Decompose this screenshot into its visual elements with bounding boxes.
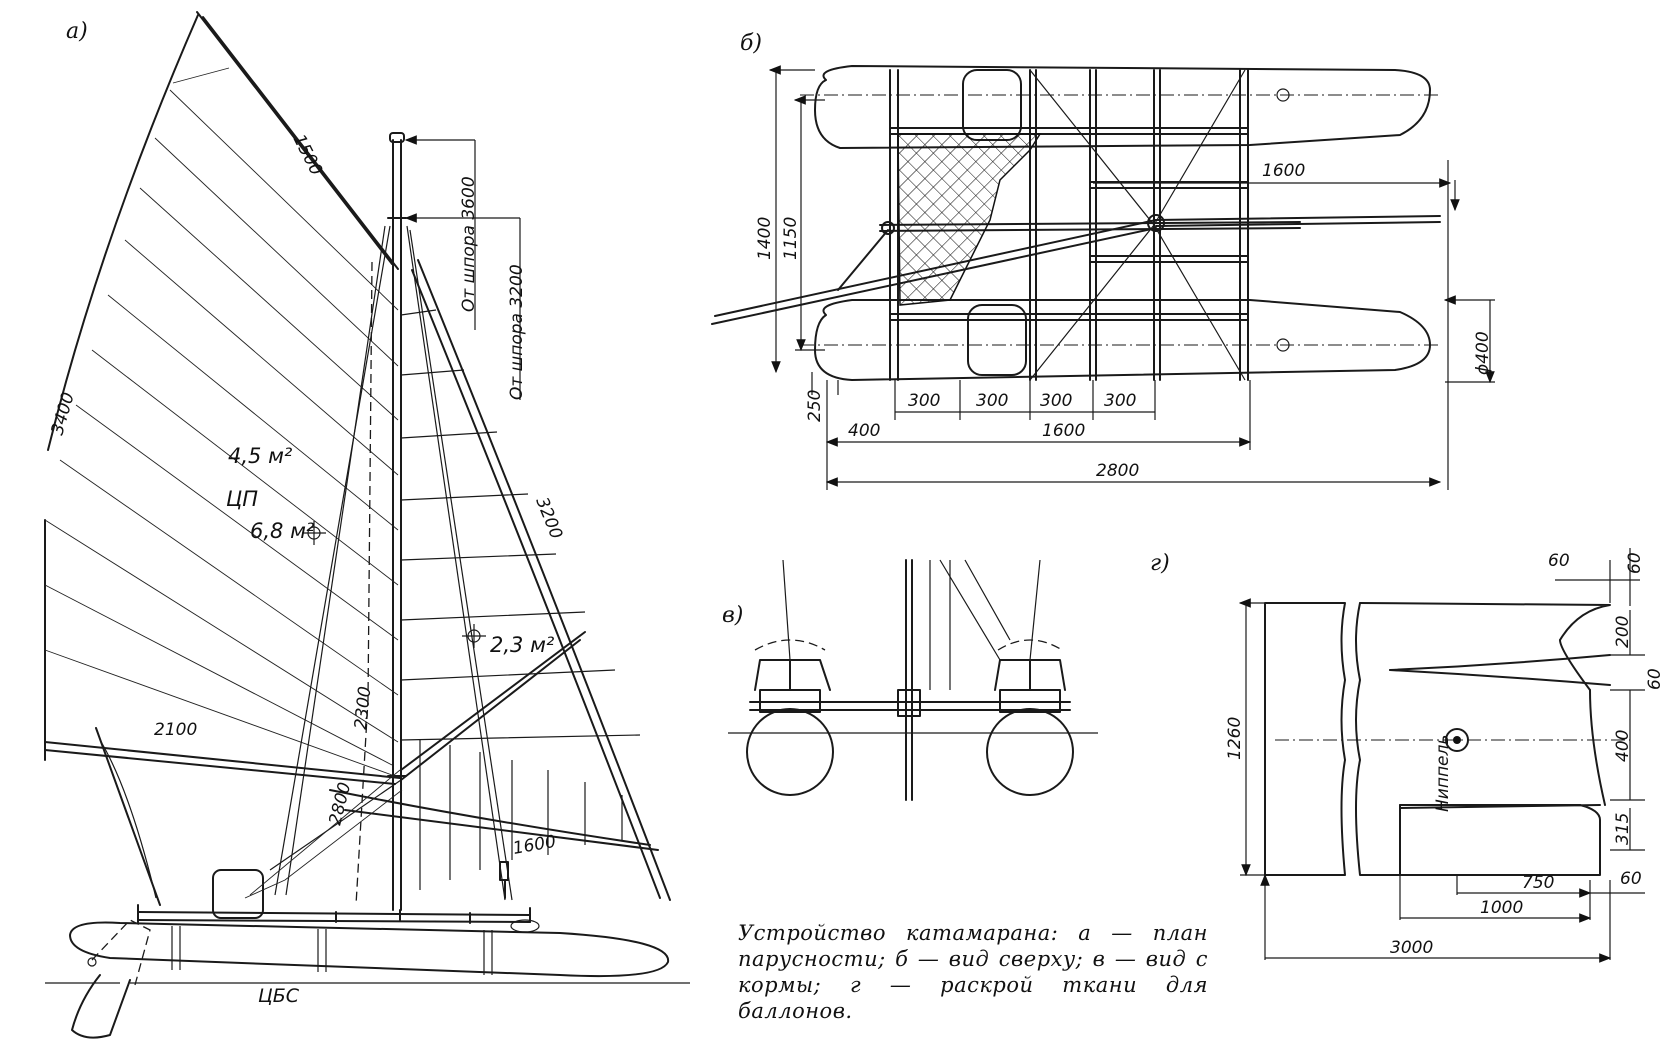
rigging (244, 225, 513, 901)
mast-height-marks (406, 140, 521, 400)
dim-2800: 2800 (325, 780, 355, 827)
mast-mark-3600: От шпора 3600 (459, 176, 479, 312)
mast-mark-3200: От шпора 3200 (507, 264, 527, 400)
panel-label-g: г) (1150, 551, 1170, 576)
dim-60-bottom: 60 (1620, 869, 1642, 889)
panel-label-v: в) (722, 603, 743, 628)
figure-caption: Устройство катамарана: а — план паруснос… (738, 921, 1208, 1023)
dim-250: 250 (805, 390, 825, 422)
mast-step-icon (1147, 214, 1165, 232)
dim-300-1: 300 (908, 391, 940, 411)
mainsail-area: 4,5 м² (228, 444, 293, 468)
panel-label-a: а) (66, 19, 88, 44)
dim-1600-upper: 1600 (1262, 161, 1305, 181)
dim-750: 750 (1522, 873, 1554, 893)
dim-3000: 3000 (1390, 938, 1433, 958)
hull-label: ЦБС (258, 985, 300, 1007)
stern-view-panel: в) (722, 559, 1098, 801)
dim-2300: 2300 (351, 685, 375, 730)
dim-1600-lower: 1600 (1042, 421, 1085, 441)
dim-3400: 3400 (48, 390, 79, 437)
valve-icon-lower (1276, 338, 1290, 352)
center-of-effort-label: ЦП (226, 487, 258, 511)
dim-60-right: 60 (1625, 552, 1645, 574)
total-sail-area: 6,8 м² (250, 519, 315, 543)
float-lower (814, 299, 1431, 381)
dim-300-3: 300 (1040, 391, 1072, 411)
dim-1400: 1400 (755, 217, 775, 260)
valve-icon-upper (1276, 88, 1290, 102)
dim-315: 315 (1613, 813, 1633, 845)
fabric-piece-left (1264, 602, 1346, 876)
dim-1600-jib: 1600 (511, 832, 557, 859)
fabric-piece-right (1355, 602, 1601, 876)
fabric-dimensions (1240, 548, 1645, 960)
dim-400-fabric: 400 (1613, 730, 1633, 762)
dim-1000: 1000 (1480, 898, 1523, 918)
mast-stern (905, 559, 913, 801)
dim-2100: 2100 (154, 720, 197, 740)
jib-area: 2,3 м² (490, 633, 555, 657)
dim-200: 200 (1613, 616, 1633, 648)
mainsail (44, 11, 401, 906)
center-marks (302, 521, 486, 648)
dim-400: 400 (848, 421, 880, 441)
float-right (986, 708, 1074, 796)
top-view-dimensions (770, 70, 1495, 490)
float-left (746, 708, 834, 796)
deck-frame (137, 869, 540, 933)
rudder (71, 919, 151, 1039)
seat-lower (967, 304, 1027, 376)
nipple-icon (1445, 728, 1469, 752)
dim-3200-jib: 3200 (531, 494, 566, 542)
nipple-label: Ниппель (1433, 735, 1453, 812)
dim-phi400: ϕ400 (1473, 331, 1493, 375)
float-upper (814, 65, 1431, 149)
dim-300-4: 300 (1104, 391, 1136, 411)
frame-tubes (879, 69, 1301, 381)
dim-1260: 1260 (1225, 717, 1245, 760)
top-view-panel: б) (711, 31, 1495, 490)
hull: ЦБС (69, 921, 670, 1007)
dim-300-2: 300 (976, 391, 1008, 411)
seat-upper (962, 69, 1022, 141)
dim-60-top: 60 (1548, 551, 1570, 571)
panel-label-b: б) (740, 31, 762, 56)
dim-2800: 2800 (1096, 461, 1139, 481)
sail-plan-panel: а) ЦБС (44, 11, 690, 1039)
trampoline-net (897, 133, 1042, 306)
fabric-cut-panel: г) Ниппель 60 60 (1150, 548, 1665, 960)
dim-1150: 1150 (781, 217, 801, 260)
dim-60-mid: 60 (1645, 668, 1665, 690)
dim-1500: 1500 (289, 131, 326, 179)
